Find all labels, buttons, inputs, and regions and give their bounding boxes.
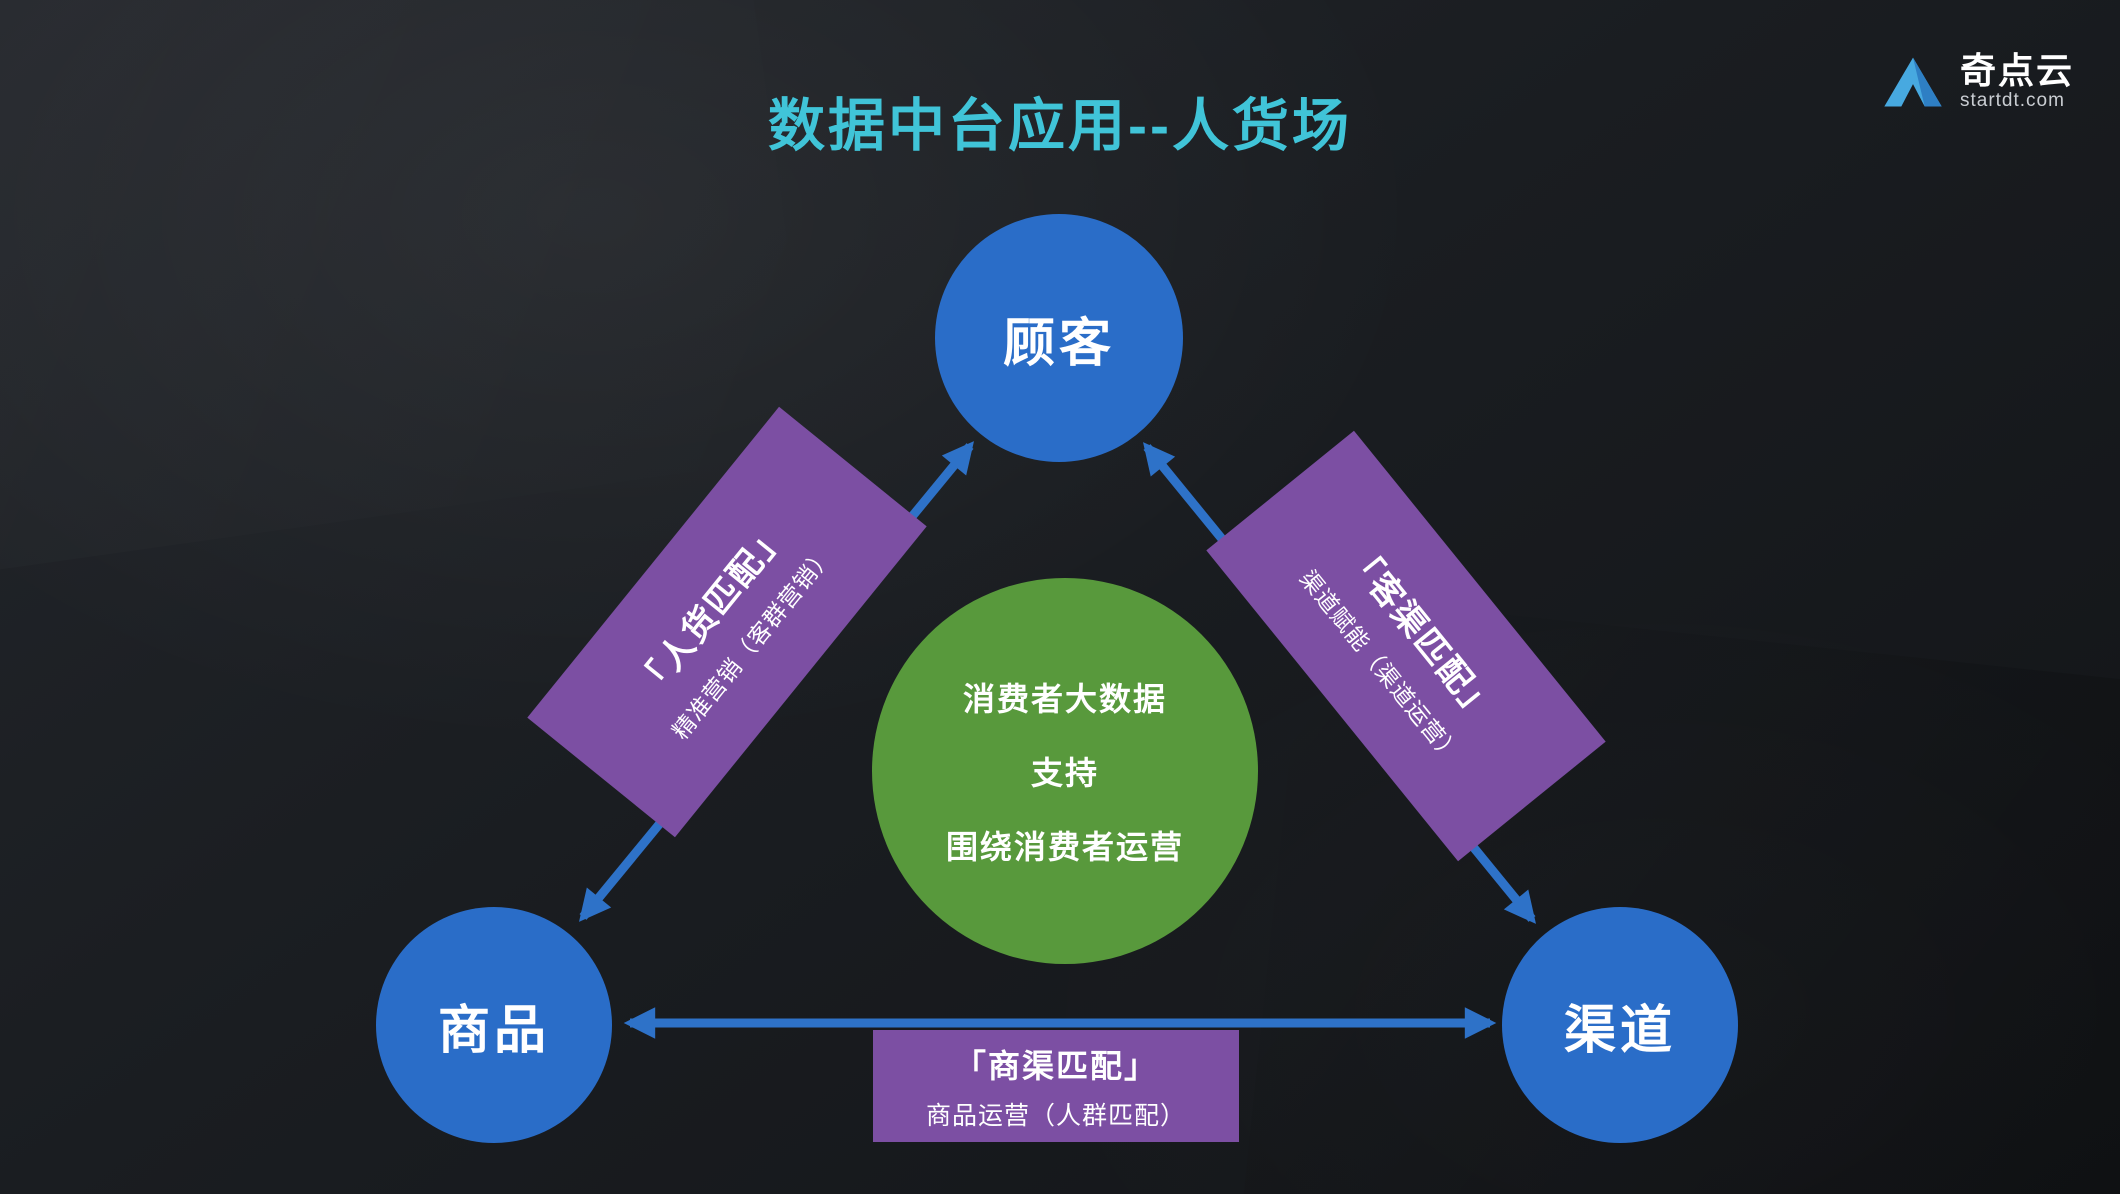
node-product: 商品: [376, 907, 612, 1143]
logo-text: 奇点云 startdt.com: [1960, 52, 2074, 112]
startdt-logo: 奇点云 startdt.com: [1879, 52, 2074, 112]
edge-subtitle: 商品运营（人群匹配）: [925, 1101, 1186, 1130]
center-line-3: 围绕消费者运营: [945, 829, 1184, 865]
page-title: 数据中台应用--人货场: [768, 94, 1352, 158]
node-channel: 渠道: [1502, 907, 1738, 1143]
node-channel-label: 渠道: [1563, 1001, 1676, 1060]
edge-label-goods-channel-match: 「商渠匹配」 商品运营（人群匹配）: [873, 1030, 1239, 1142]
startdt-logo-icon: [1884, 57, 1942, 107]
node-customer-label: 顾客: [1002, 314, 1115, 373]
center-line-2: 支持: [1030, 755, 1099, 791]
center-line-1: 消费者大数据: [962, 681, 1167, 717]
node-customer: 顾客: [935, 214, 1183, 462]
logo-domain: startdt.com: [1959, 89, 2065, 111]
edge-title: 「商渠匹配」: [953, 1047, 1158, 1084]
node-product-label: 商品: [437, 1001, 550, 1060]
center-circle: 消费者大数据 支持 围绕消费者运营: [872, 578, 1258, 964]
logo-name: 奇点云: [1959, 50, 2074, 91]
